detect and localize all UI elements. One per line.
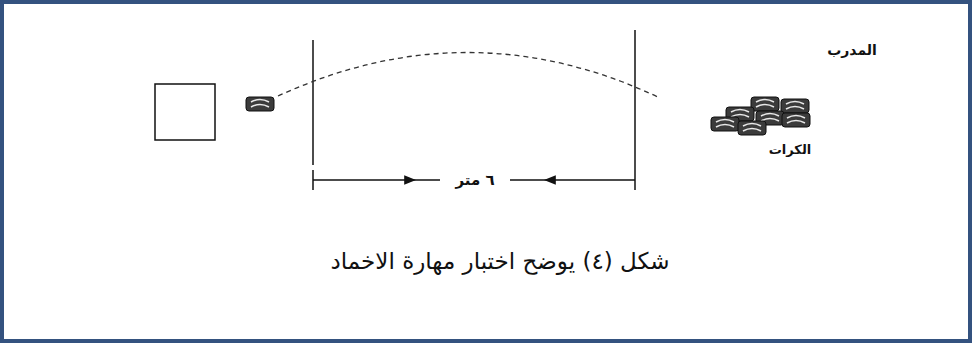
balls-pile [711, 97, 810, 135]
balls-label: الكرات [769, 142, 812, 158]
ball-icon [246, 97, 274, 111]
ball-path [278, 52, 660, 98]
dimension-line [415, 179, 440, 181]
dimension-label: ٦ متر [449, 171, 500, 189]
coach-label: المدرب [827, 42, 877, 59]
boundary-line [634, 30, 636, 170]
dimension-arrow [313, 179, 415, 181]
figure-caption: شكل (٤) يوضح اختبار مهارة الاخماد [331, 248, 670, 276]
target-box [155, 84, 215, 140]
dimension-line [510, 179, 545, 181]
dimension-arrow [545, 179, 635, 181]
boundary-line [312, 40, 314, 165]
